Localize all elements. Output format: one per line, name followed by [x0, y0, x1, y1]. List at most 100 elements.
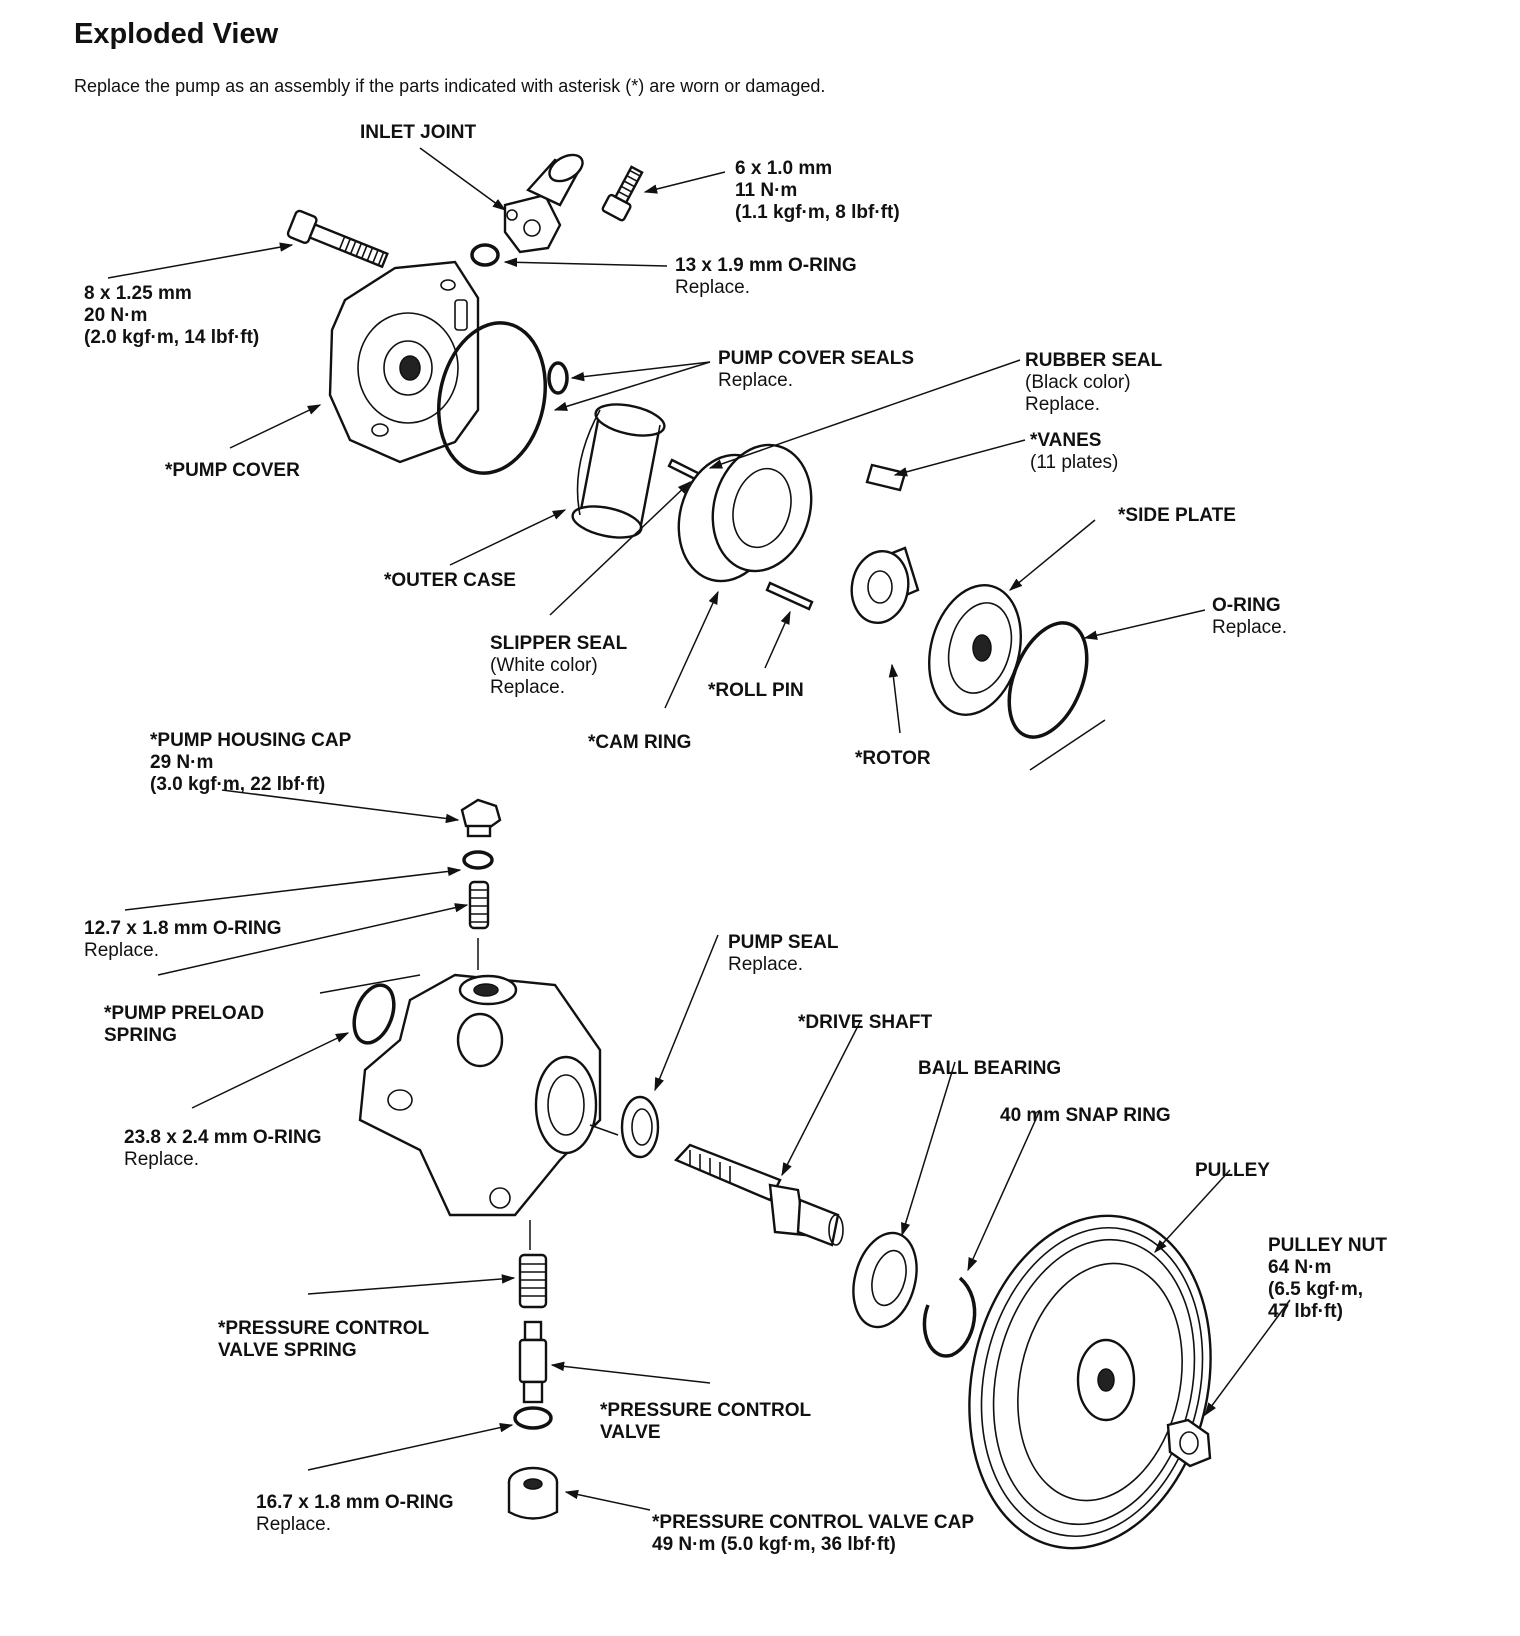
- label-pump-housing-cap: *PUMP HOUSING CAP 29 N·m (3.0 kgf·m, 22 …: [150, 730, 351, 796]
- label-line: (Black color): [1025, 372, 1131, 393]
- label-line: PUMP COVER SEALS: [718, 348, 915, 369]
- label-slipper-seal: SLIPPER SEAL (White color) Replace.: [490, 633, 627, 699]
- rotor-part: [850, 546, 920, 624]
- label-line: (White color): [490, 655, 598, 676]
- oring-13mm-part: [470, 243, 500, 267]
- label-pcv-spring: *PRESSURE CONTROL VALVE SPRING: [218, 1318, 429, 1362]
- label-pump-seal: PUMP SEAL Replace.: [728, 932, 839, 976]
- label-oring-side: O-RING Replace.: [1212, 595, 1287, 639]
- oring-side-part: [1007, 621, 1089, 739]
- label-pump-cover: *PUMP COVER: [165, 460, 300, 482]
- oring-16-7mm-part: [513, 1406, 553, 1430]
- label-line: 23.8 x 2.4 mm O-RING: [124, 1127, 322, 1148]
- ball-bearing-part: [852, 1231, 918, 1329]
- label-line: O-RING: [1212, 595, 1281, 616]
- label-rotor: *ROTOR: [855, 748, 931, 770]
- label-oring-23-8mm: 23.8 x 2.4 mm O-RING Replace.: [124, 1127, 321, 1171]
- label-cam-ring: *CAM RING: [588, 732, 691, 754]
- pcv-spring-part: [518, 1253, 548, 1309]
- label-line: Replace.: [718, 370, 793, 391]
- snap-ring-part: [922, 1276, 977, 1358]
- label-oring-16-7mm: 16.7 x 1.8 mm O-RING Replace.: [256, 1492, 453, 1536]
- label-line: PULLEY NUT: [1268, 1235, 1387, 1256]
- label-line: Replace.: [1212, 617, 1287, 638]
- label-line: 8 x 1.25 mm: [84, 283, 192, 304]
- label-pump-preload-spring: *PUMP PRELOAD SPRING: [104, 1003, 264, 1047]
- cam-ring-part: [677, 443, 813, 583]
- pcv-cap-part: [507, 1466, 559, 1520]
- label-line: VALVE SPRING: [218, 1340, 357, 1361]
- pump-cover-part: [328, 260, 480, 464]
- page-title: Exploded View: [74, 18, 279, 50]
- page-subtitle: Replace the pump as an assembly if the p…: [74, 76, 826, 96]
- label-bolt-6mm: 6 x 1.0 mm 11 N·m (1.1 kgf·m, 8 lbf·ft): [735, 158, 900, 224]
- bolt-6mm-part: [601, 165, 644, 222]
- label-line: Replace.: [84, 940, 159, 961]
- outer-case-part: [571, 403, 666, 539]
- pump-cover-seal-large-part: [436, 321, 548, 475]
- label-line: 12.7 x 1.8 mm O-RING: [84, 918, 282, 939]
- label-line: *DRIVE SHAFT: [798, 1012, 933, 1033]
- label-line: SPRING: [104, 1025, 177, 1046]
- label-line: *PUMP PRELOAD: [104, 1003, 265, 1024]
- label-line: (11 plates): [1030, 452, 1119, 473]
- label-pump-cover-seals: PUMP COVER SEALS Replace.: [718, 348, 914, 392]
- label-line: Replace.: [256, 1514, 331, 1535]
- pcv-part: [518, 1320, 548, 1404]
- label-line: RUBBER SEAL: [1025, 350, 1163, 371]
- label-line: 49 N·m (5.0 kgf·m, 36 lbf·ft): [652, 1534, 896, 1555]
- label-line: *CAM RING: [588, 732, 692, 753]
- label-line: *PRESSURE CONTROL: [600, 1400, 812, 1421]
- side-plate-part: [927, 584, 1023, 716]
- roll-pin-part: [765, 581, 814, 611]
- label-inlet-joint: INLET JOINT: [360, 122, 476, 144]
- pump-seal-part: [620, 1095, 660, 1159]
- label-vanes: *VANES (11 plates): [1030, 430, 1118, 474]
- label-line: *OUTER CASE: [384, 570, 516, 591]
- label-line: 47 lbf·ft): [1268, 1301, 1343, 1322]
- label-line: *PRESSURE CONTROL VALVE CAP: [652, 1512, 974, 1533]
- label-line: 16.7 x 1.8 mm O-RING: [256, 1492, 454, 1513]
- label-drive-shaft: *DRIVE SHAFT: [798, 1012, 932, 1034]
- label-pcv: *PRESSURE CONTROL VALVE: [600, 1400, 811, 1444]
- pump-cover-seal-small-part: [547, 361, 569, 395]
- label-line: (6.5 kgf·m,: [1268, 1279, 1364, 1300]
- label-line: 20 N·m: [84, 305, 148, 326]
- label-line: 13 x 1.9 mm O-RING: [675, 255, 857, 276]
- pulley-nut-part: [1166, 1418, 1212, 1468]
- label-roll-pin: *ROLL PIN: [708, 680, 804, 702]
- oring-23-8mm-part: [352, 983, 396, 1045]
- label-rubber-seal: RUBBER SEAL (Black color) Replace.: [1025, 350, 1162, 416]
- label-line: PULLEY: [1195, 1160, 1270, 1181]
- label-line: *PUMP COVER: [165, 460, 300, 481]
- pump-preload-spring-part: [468, 880, 490, 930]
- label-line: VALVE: [600, 1422, 661, 1443]
- label-line: 40 mm SNAP RING: [1000, 1105, 1171, 1126]
- label-line: Replace.: [675, 277, 750, 298]
- label-line: *ROTOR: [855, 748, 931, 769]
- label-ball-bearing: BALL BEARING: [918, 1058, 1061, 1080]
- label-line: *VANES: [1030, 430, 1102, 451]
- label-pcv-cap: *PRESSURE CONTROL VALVE CAP 49 N·m (5.0 …: [652, 1512, 974, 1556]
- label-line: INLET JOINT: [360, 122, 477, 143]
- label-line: (1.1 kgf·m, 8 lbf·ft): [735, 202, 900, 223]
- pump-housing-cap-part: [460, 798, 502, 838]
- label-side-plate: *SIDE PLATE: [1118, 505, 1236, 527]
- label-line: 29 N·m: [150, 752, 214, 773]
- label-line: *SIDE PLATE: [1118, 505, 1236, 526]
- inlet-joint-part: [503, 153, 584, 254]
- label-line: BALL BEARING: [918, 1058, 1062, 1079]
- label-outer-case: *OUTER CASE: [384, 570, 516, 592]
- label-bolt-8mm: 8 x 1.25 mm 20 N·m (2.0 kgf·m, 14 lbf·ft…: [84, 283, 259, 349]
- pump-housing-part: [358, 973, 602, 1217]
- label-line: 6 x 1.0 mm: [735, 158, 833, 179]
- label-line: Replace.: [728, 954, 803, 975]
- label-line: *ROLL PIN: [708, 680, 804, 701]
- label-line: 11 N·m: [735, 180, 798, 201]
- label-pulley-nut: PULLEY NUT 64 N·m (6.5 kgf·m, 47 lbf·ft): [1268, 1235, 1387, 1323]
- label-snap-ring: 40 mm SNAP RING: [1000, 1105, 1171, 1127]
- label-line: *PRESSURE CONTROL: [218, 1318, 430, 1339]
- label-oring-13mm: 13 x 1.9 mm O-RING Replace.: [675, 255, 857, 299]
- label-line: Replace.: [490, 677, 565, 698]
